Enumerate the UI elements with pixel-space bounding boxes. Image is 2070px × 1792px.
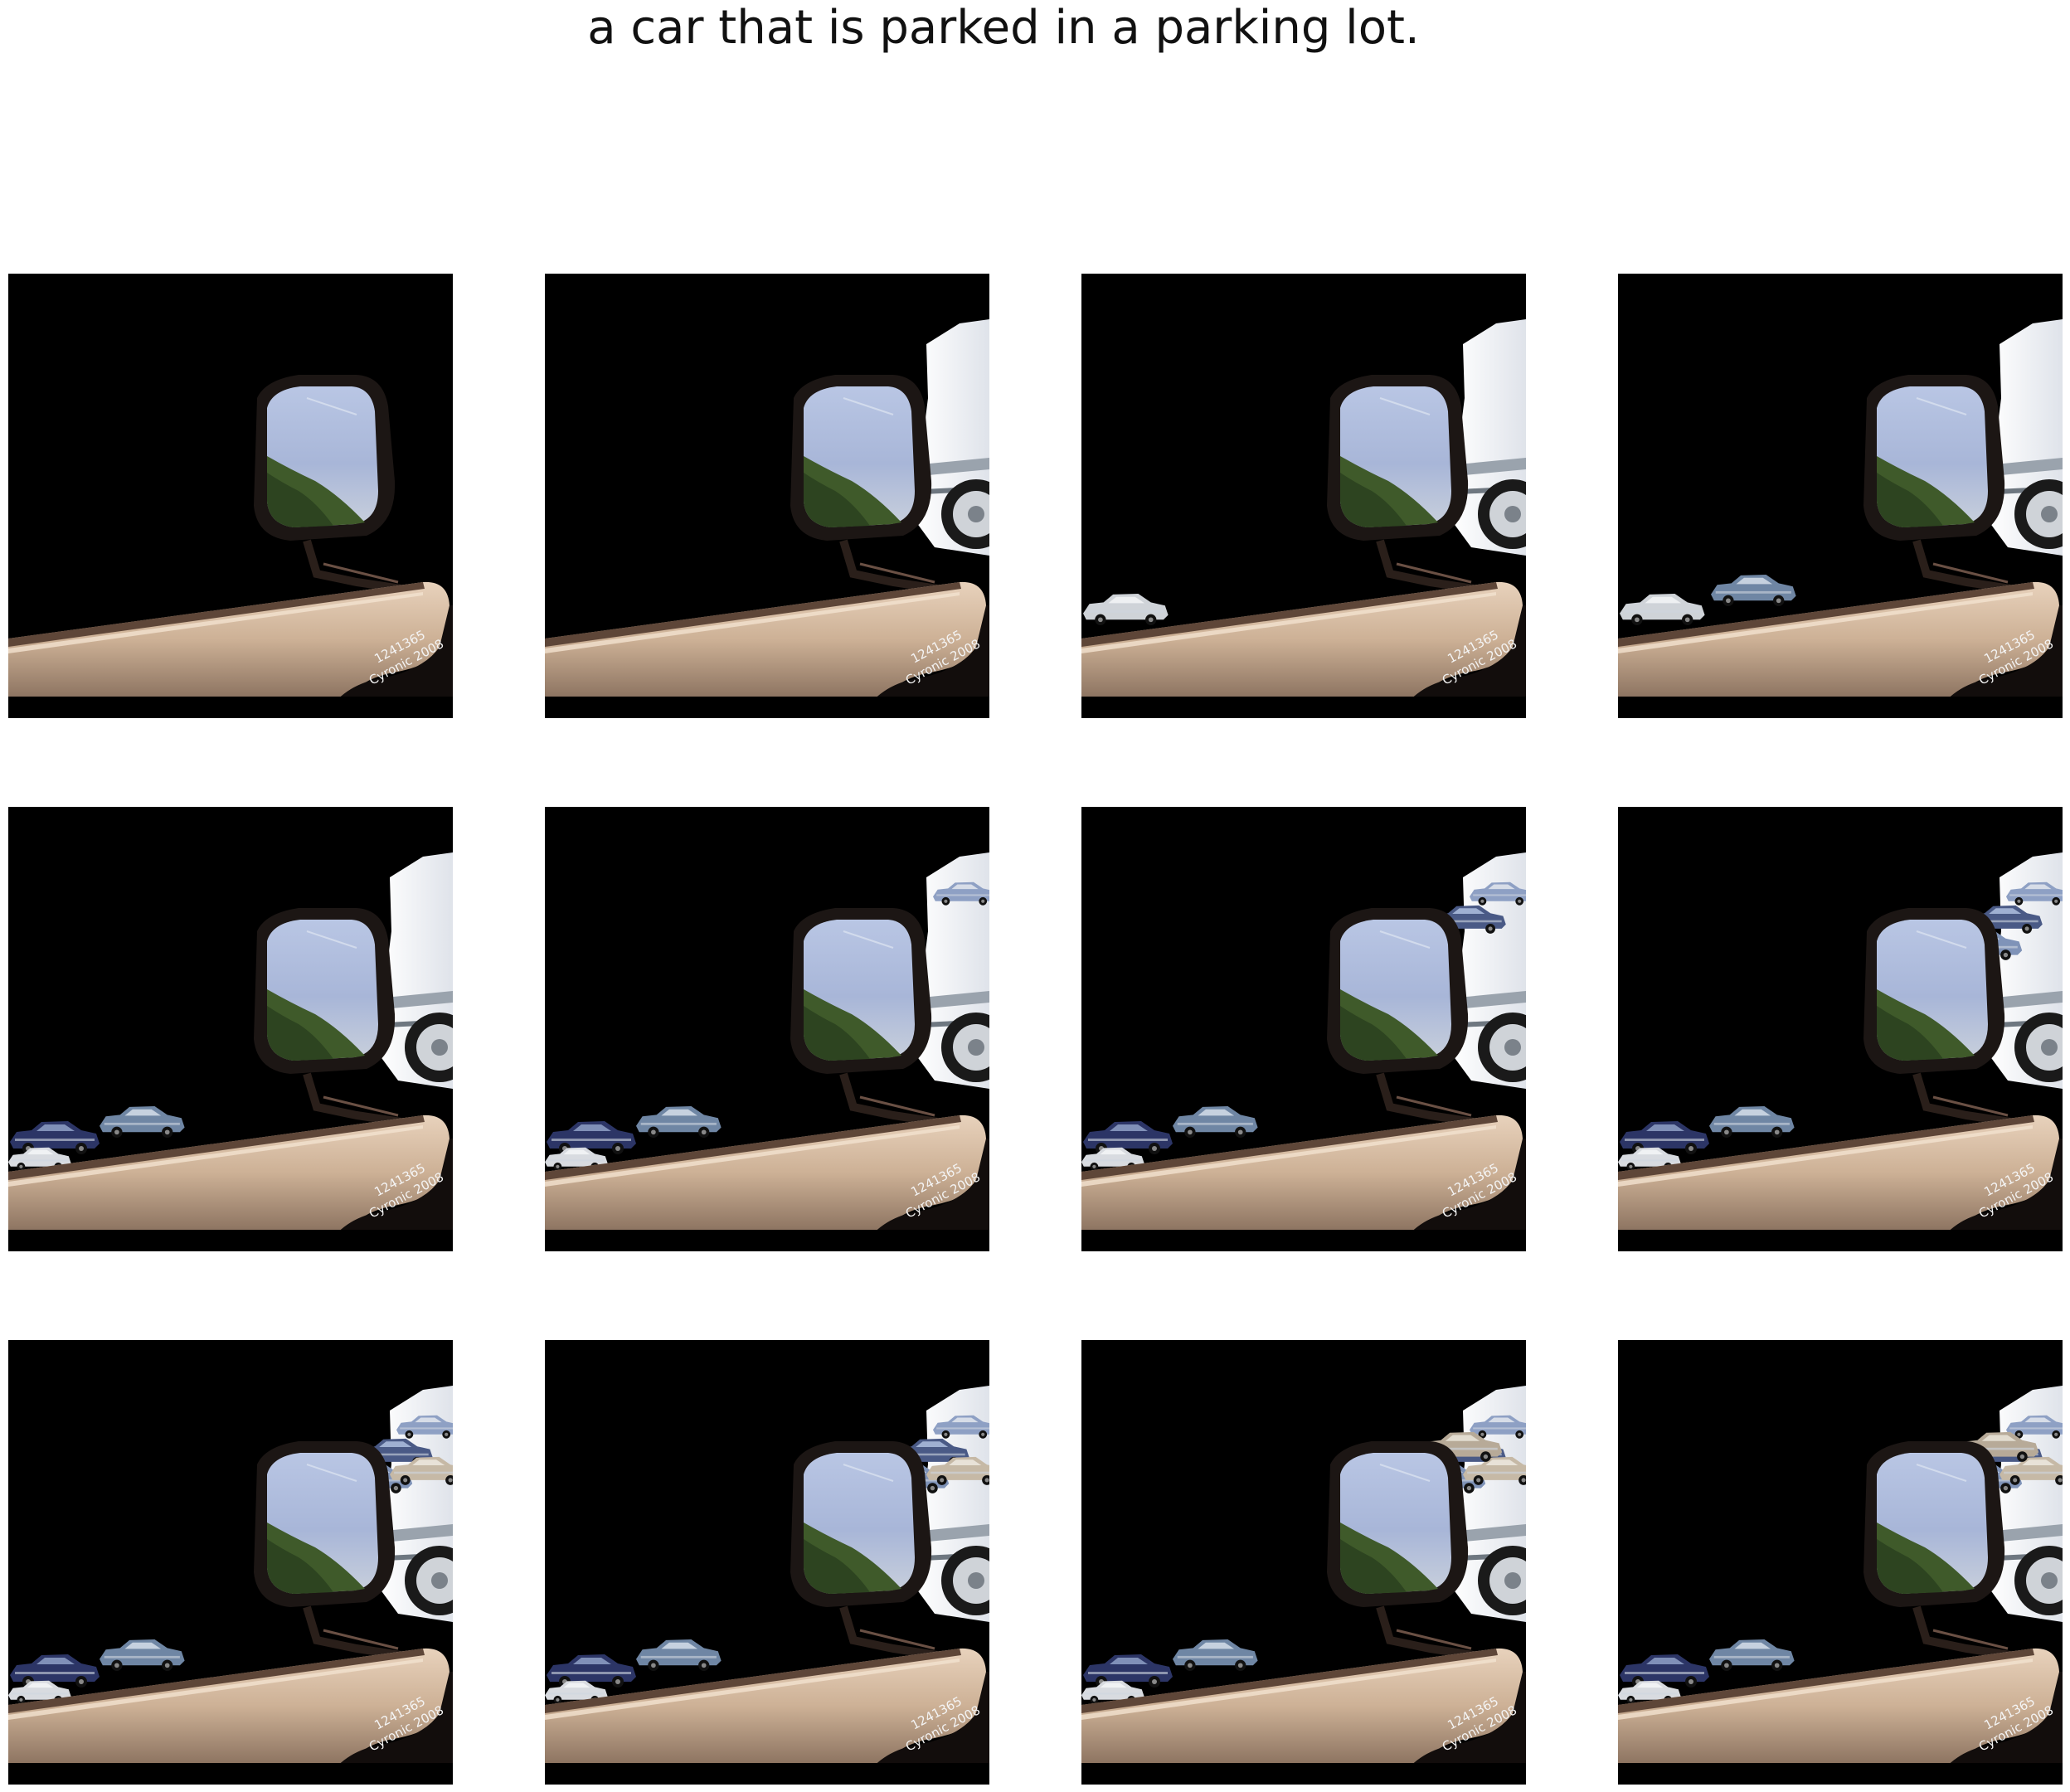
left-parked-car bbox=[1083, 1654, 1173, 1688]
frame-12-image: 1241365 Cyronic 2008 bbox=[1618, 1340, 2063, 1785]
left-parked-car bbox=[1711, 574, 1796, 606]
white-car bbox=[380, 852, 453, 1089]
left-parked-car bbox=[100, 1639, 185, 1671]
left-parked-car bbox=[1173, 1639, 1258, 1671]
car-door bbox=[1618, 1115, 2063, 1251]
top-parked-car bbox=[933, 881, 989, 906]
frame-9: 1241365 Cyronic 2008 bbox=[8, 1340, 453, 1785]
white-car bbox=[1990, 319, 2063, 556]
left-parked-car bbox=[1709, 1639, 1795, 1671]
side-mirror bbox=[1863, 908, 2034, 1129]
white-car bbox=[916, 319, 989, 556]
top-parked-car bbox=[2006, 881, 2063, 906]
left-parked-car bbox=[636, 1105, 722, 1138]
left-parked-car bbox=[100, 1105, 185, 1138]
left-parked-car bbox=[1173, 1105, 1258, 1138]
frame-6-image: 1241365 Cyronic 2008 bbox=[545, 807, 989, 1251]
white-car bbox=[1453, 319, 1526, 556]
car-door bbox=[1081, 1648, 1526, 1785]
frame-1-image: 1241365 Cyronic 2008 bbox=[8, 274, 453, 718]
left-parked-car bbox=[1709, 1105, 1795, 1138]
top-parked-car bbox=[1470, 881, 1526, 906]
frame-7: 1241365 Cyronic 2008 bbox=[1081, 807, 1526, 1251]
left-parked-car bbox=[547, 1121, 636, 1154]
side-mirror bbox=[790, 1441, 960, 1663]
left-parked-car bbox=[545, 1680, 608, 1704]
side-mirror bbox=[1327, 375, 1497, 596]
frame-8: 1241365 Cyronic 2008 bbox=[1618, 807, 2063, 1251]
left-parked-car bbox=[1081, 1680, 1144, 1704]
left-parked-car bbox=[1620, 1121, 1709, 1154]
side-mirror bbox=[1327, 908, 1497, 1129]
frame-1: 1241365 Cyronic 2008 bbox=[8, 274, 453, 718]
car-door bbox=[8, 1648, 453, 1785]
frame-9-image: 1241365 Cyronic 2008 bbox=[8, 1340, 453, 1785]
car-door bbox=[1081, 581, 1526, 718]
side-mirror bbox=[1863, 375, 2034, 596]
car-door bbox=[1618, 1648, 2063, 1785]
car-door bbox=[1618, 581, 2063, 718]
left-parked-car bbox=[547, 1654, 636, 1688]
top-parked-car bbox=[1463, 1456, 1526, 1485]
car-door bbox=[545, 1115, 989, 1251]
top-parked-car bbox=[390, 1456, 453, 1485]
car-door bbox=[545, 1648, 989, 1785]
frame-10-image: 1241365 Cyronic 2008 bbox=[545, 1340, 989, 1785]
frame-11-image: 1241365 Cyronic 2008 bbox=[1081, 1340, 1526, 1785]
top-parked-car bbox=[1470, 1415, 1526, 1439]
car-door bbox=[1081, 1115, 1526, 1251]
left-parked-car bbox=[1620, 593, 1705, 625]
frame-12: 1241365 Cyronic 2008 bbox=[1618, 1340, 2063, 1785]
frame-4-image: 1241365 Cyronic 2008 bbox=[1618, 274, 2063, 718]
frame-3: 1241365 Cyronic 2008 bbox=[1081, 274, 1526, 718]
top-parked-car bbox=[2000, 1456, 2063, 1485]
left-parked-car bbox=[1620, 1654, 1709, 1688]
top-parked-car bbox=[396, 1415, 453, 1439]
side-mirror bbox=[1863, 1441, 2034, 1663]
car-door bbox=[545, 581, 989, 718]
caption: a car that is parked in a parking lot. bbox=[587, 1, 1420, 55]
frame-5-image: 1241365 Cyronic 2008 bbox=[8, 807, 453, 1251]
car-door bbox=[8, 581, 453, 718]
frame-6: 1241365 Cyronic 2008 bbox=[545, 807, 989, 1251]
side-mirror bbox=[790, 375, 960, 596]
side-mirror bbox=[790, 908, 960, 1129]
left-parked-car bbox=[1083, 593, 1169, 625]
left-parked-car bbox=[10, 1654, 100, 1688]
frame-7-image: 1241365 Cyronic 2008 bbox=[1081, 807, 1526, 1251]
frame-2-image: 1241365 Cyronic 2008 bbox=[545, 274, 989, 718]
left-parked-car bbox=[10, 1121, 100, 1154]
left-parked-car bbox=[1083, 1121, 1173, 1154]
left-parked-car bbox=[636, 1639, 722, 1671]
left-parked-car bbox=[8, 1147, 71, 1171]
frame-2: 1241365 Cyronic 2008 bbox=[545, 274, 989, 718]
frame-8-image: 1241365 Cyronic 2008 bbox=[1618, 807, 2063, 1251]
frame-3-image: 1241365 Cyronic 2008 bbox=[1081, 274, 1526, 718]
frame-11: 1241365 Cyronic 2008 bbox=[1081, 1340, 1526, 1785]
white-car bbox=[916, 852, 989, 1089]
frame-5: 1241365 Cyronic 2008 bbox=[8, 807, 453, 1251]
car-door bbox=[8, 1115, 453, 1251]
white-car bbox=[380, 1386, 453, 1622]
left-parked-car bbox=[545, 1147, 608, 1171]
top-parked-car bbox=[933, 1415, 989, 1439]
frame-4: 1241365 Cyronic 2008 bbox=[1618, 274, 2063, 718]
frame-10: 1241365 Cyronic 2008 bbox=[545, 1340, 989, 1785]
side-mirror bbox=[254, 908, 424, 1129]
top-parked-car bbox=[926, 1456, 989, 1485]
top-parked-car bbox=[2006, 1415, 2063, 1439]
side-mirror bbox=[1327, 1441, 1497, 1663]
